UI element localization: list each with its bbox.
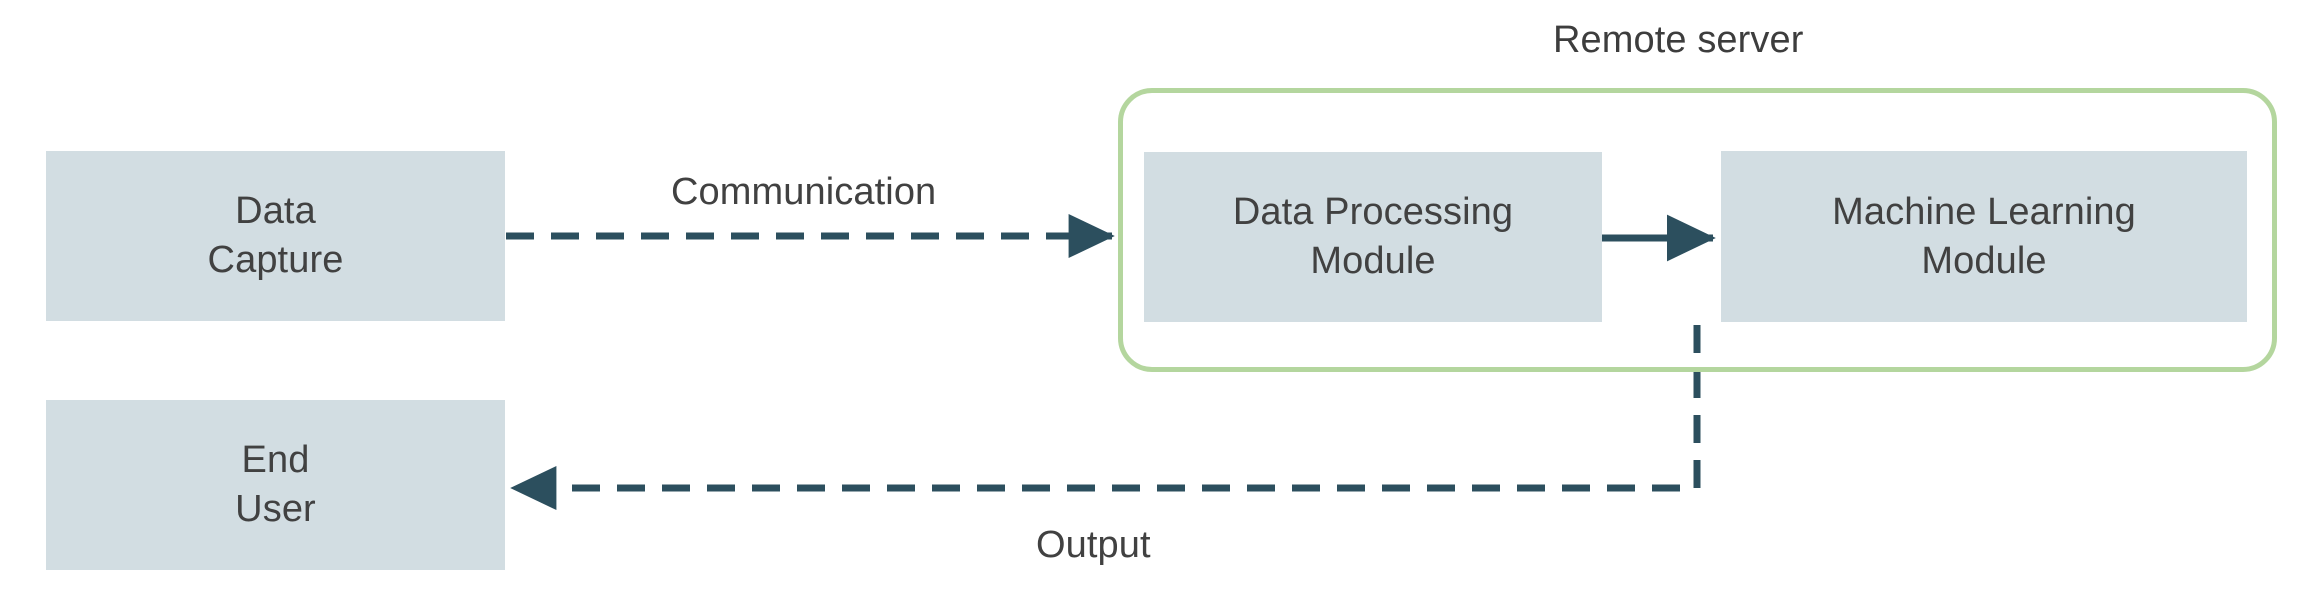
node-end-user[interactable]: End User [46,400,505,570]
group-remote-server [1118,88,2277,372]
edge-label-output: Output [1036,524,1151,566]
group-remote-server-title: Remote server [1553,19,1804,61]
edge-output-line [510,325,1701,511]
node-machine-learning-module[interactable]: Machine Learning Module [1721,151,2247,322]
node-data-processing-module-label: Data Processing Module [1232,191,1514,282]
node-machine-learning-module-label: Machine Learning Module [1832,190,2136,282]
node-data-capture[interactable]: Data Capture [46,151,505,321]
node-data-processing-module[interactable]: Data Processing Module [1144,152,1602,322]
node-data-capture-label: Data Capture [207,190,344,281]
node-end-user-label: End User [235,439,316,530]
edge-label-communication: Communication [671,171,937,213]
